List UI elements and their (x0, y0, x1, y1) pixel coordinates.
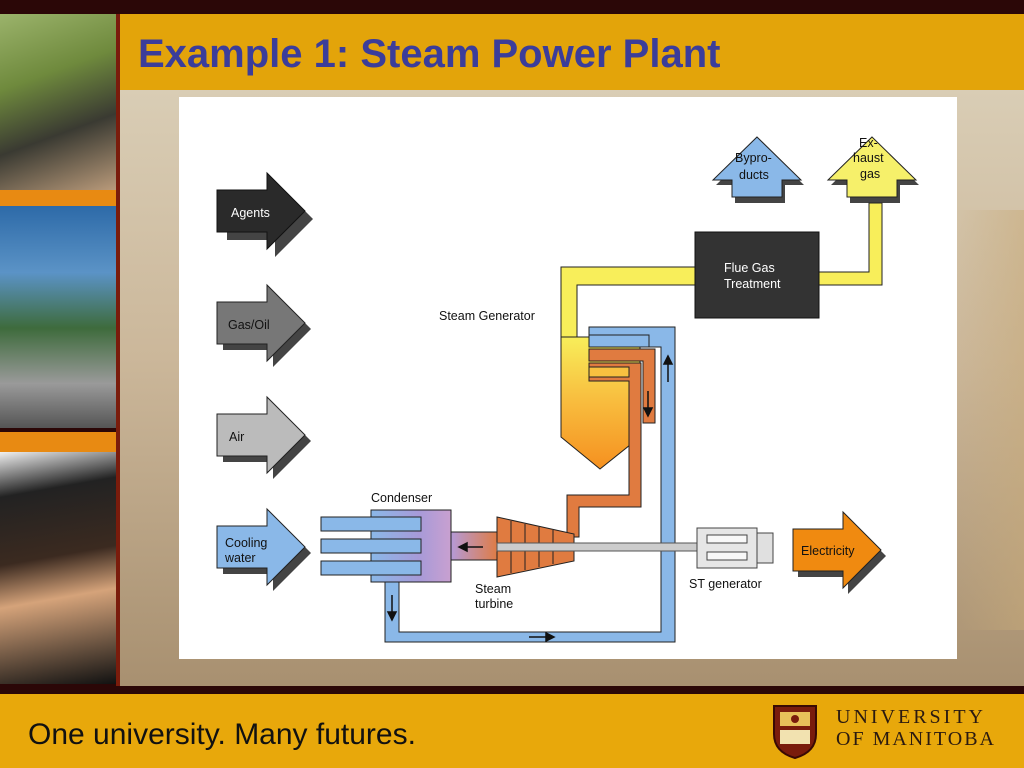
byproducts-label-2: ducts (739, 168, 769, 182)
byproducts-label-1: Bypro- (735, 151, 772, 165)
flue-gas-label-1: Flue Gas (724, 261, 775, 275)
gas-oil-arrow: Gas/Oil (216, 283, 311, 367)
electricity-label: Electricity (801, 544, 855, 558)
orange-divider (0, 190, 116, 206)
university-crest-icon (773, 705, 817, 760)
condenser: Condenser (320, 491, 500, 583)
top-band (0, 0, 1024, 14)
slide-title: Example 1: Steam Power Plant (138, 32, 721, 76)
title-bar: Example 1: Steam Power Plant (120, 14, 1024, 90)
steam-plant-diagram: Agents Gas/Oil Air Cooling water Bypro- … (179, 97, 957, 659)
agents-label: Agents (231, 206, 270, 220)
university-name-line-2: OF MANITOBA (836, 728, 996, 750)
exhaust-label-2: haust (853, 151, 884, 165)
cooling-water-arrow: Cooling water (216, 507, 311, 591)
condenser-label: Condenser (371, 491, 432, 505)
tagline: One university. Many futures. (28, 718, 416, 751)
exhaust-label-3: gas (860, 167, 880, 181)
orange-divider (0, 432, 116, 452)
flue-gas-label-2: Treatment (724, 277, 781, 291)
st-generator: ST generator (496, 527, 774, 591)
air-arrow: Air (216, 395, 311, 479)
footer-divider (0, 686, 1024, 694)
agents-arrow: Agents (216, 171, 313, 257)
students-photo (0, 14, 116, 190)
turbine-label-2: turbine (475, 597, 513, 611)
cooling-label-1: Cooling (225, 536, 267, 550)
steam-generator-label: Steam Generator (439, 309, 535, 323)
electricity-arrow: Electricity (792, 510, 886, 594)
exhaust-gas-arrow: Ex- haust gas (826, 136, 919, 203)
byproducts-arrow: Bypro- ducts (711, 136, 804, 203)
steam-turbine: Steam turbine (475, 516, 575, 611)
university-name-line-1: UNIVERSITY (836, 706, 986, 728)
flue-gas-treatment-box: Flue Gas Treatment (694, 231, 820, 319)
flow-arrows (386, 354, 674, 643)
gas-oil-label: Gas/Oil (228, 318, 270, 332)
university-wordmark: UNIVERSITY OF MANITOBA (836, 706, 996, 750)
graduates-photo (0, 452, 116, 684)
diagram-canvas: Agents Gas/Oil Air Cooling water Bypro- … (216, 136, 919, 643)
campus-photo (0, 206, 116, 428)
cooling-label-2: water (224, 551, 256, 565)
turbine-label-1: Steam (475, 582, 511, 596)
vertical-divider (116, 14, 120, 686)
water-loop (384, 326, 676, 643)
exhaust-label-1: Ex- (859, 136, 878, 150)
st-generator-label: ST generator (689, 577, 762, 591)
footer-bar: One university. Many futures. UNIVERSITY… (0, 694, 1024, 768)
air-label: Air (229, 430, 244, 444)
